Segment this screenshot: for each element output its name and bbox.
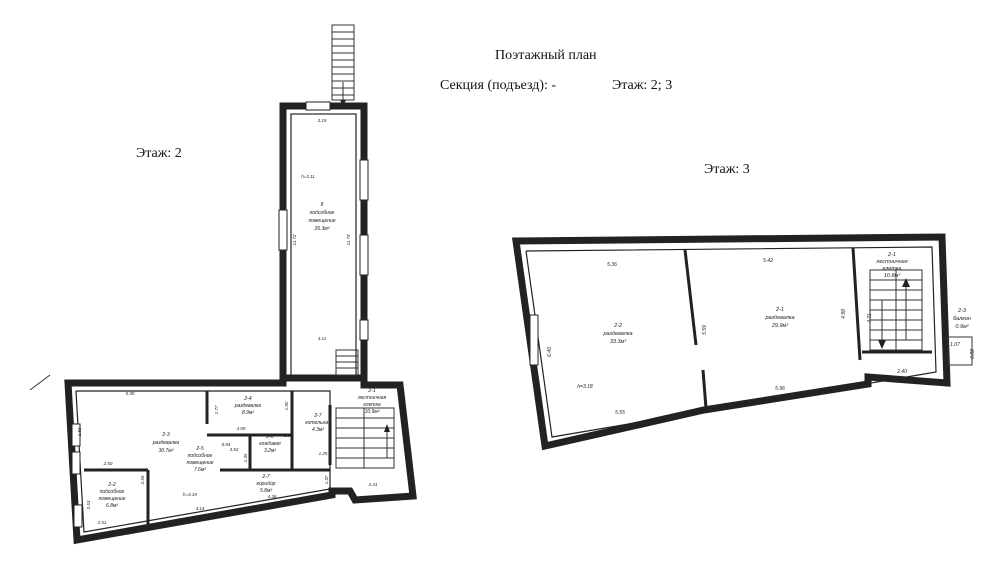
f3-dim: 5.59: [702, 325, 708, 335]
f2-dim: 3.53: [230, 447, 239, 452]
f3-room-2-1s-name2: клетка: [883, 266, 902, 272]
f2-room-2-3-area: 30.7м²: [159, 448, 174, 454]
f2-dim: 4.14: [196, 506, 205, 511]
section-label: Секция (подъезд): -: [440, 78, 557, 93]
f2-dim: 5.30: [126, 391, 135, 396]
floor2-label: Этаж: 2: [136, 146, 182, 161]
f3-dim: 2.40: [896, 369, 907, 375]
f2-room-2-1-number: 2-1: [367, 388, 375, 394]
f2-room-2-7b-number: 2-7: [313, 413, 321, 419]
f3-dim: 5.55: [615, 410, 625, 416]
f2-dim: 2.50: [103, 461, 113, 466]
f3-room-2-2-number: 2-2: [613, 323, 622, 329]
f2-room-2-3-number: 2-3: [161, 432, 169, 438]
f3-room-2-3-name1: балкон: [953, 316, 971, 322]
f2-room-2-2-number: 2-2: [107, 482, 115, 488]
f2-dim: 4.09: [237, 426, 246, 431]
f2-room-8-name1: подсобное: [310, 210, 335, 216]
f2-dim: 2.41: [368, 482, 378, 487]
f3-dim: 4.98: [841, 309, 847, 319]
f2-dim: 0.90: [284, 433, 293, 438]
f2-dim: 1.25: [319, 451, 328, 456]
f2-dim: 2.55: [140, 475, 145, 485]
floor3-label: Этаж: 3: [704, 162, 750, 177]
f2-room-2-2-name1: подсобное: [100, 489, 125, 495]
f3-dim: 1.07: [950, 342, 960, 348]
f2-room-2-7b-area: 4.3м²: [312, 427, 324, 433]
f2-room-2-5-name1: подсобное: [188, 453, 213, 459]
f3-room-2-2-name1: раздевалка: [602, 331, 632, 337]
f3-room-2-1s-area: 10.8м²: [884, 273, 900, 279]
f3-room-2-1-name1: раздевалка: [764, 315, 794, 321]
f2-dim: 2.51: [97, 520, 107, 525]
f3-dim: 5.42: [763, 258, 773, 264]
f2-room-2-1-name1: лестничная: [357, 395, 387, 401]
f2-room-2-5-name2: помещение: [186, 460, 213, 466]
f2-room-2-7b-name1: котельная: [305, 420, 331, 426]
f2-dim: 2.53: [86, 500, 91, 510]
f2-dim: 3.19: [318, 118, 327, 123]
f2-room-2-6-name1: кладовая: [259, 441, 281, 447]
f2-dim: 11.74: [346, 234, 351, 245]
f2-room-2-7a-area: 5.8м²: [260, 488, 272, 494]
f2-room-8-name2: помещение: [308, 218, 335, 224]
floor2-room-labels: 8 подсобное помещение 26.3м² 2-1 лестнич…: [98, 202, 386, 509]
f3-room-2-1-area: 29.9м²: [771, 323, 788, 329]
f2-dim: 1.77: [214, 405, 219, 414]
f2-dim: 1.35: [243, 453, 248, 462]
f2-dim: 1.37: [324, 475, 329, 484]
f2-dim: 1.90: [284, 401, 289, 410]
f2-room-2-1-area: 10.9м²: [365, 409, 380, 415]
f2-room-2-7a-number: 2-7: [261, 474, 269, 480]
f2-room-2-3-name1: раздевалка: [152, 440, 180, 446]
f3-dim: 5.96: [775, 386, 785, 392]
f3-room-2-1-number: 2-1: [775, 307, 784, 313]
f3-dim: 6.40: [547, 347, 553, 357]
floor3-dimensions: 5.36 5.42 6.40 5.59 4.98 h=3.18 5.55 5.9…: [547, 258, 976, 416]
f2-room-2-7a-name1: коридор: [256, 481, 275, 487]
f3-room-2-3-number: 2-3: [957, 308, 967, 314]
f2-room-8-number: 8: [321, 202, 324, 208]
f2-room-2-2-name2: помещение: [98, 496, 125, 502]
f3-room-2-1s-number: 2-1: [887, 252, 896, 258]
f2-dim: 4.36: [268, 494, 277, 499]
f2-room-2-2-area: 6.8м²: [106, 503, 118, 509]
f2-dim: 1.83: [77, 427, 82, 436]
f2-room-2-5-number: 2-5: [195, 446, 203, 452]
floors-label: Этаж: 2; 3: [612, 78, 673, 93]
f3-dim: h=3.18: [577, 384, 593, 390]
f2-room-2-6-number: 2-6: [265, 434, 273, 440]
f2-room-2-4-number: 2-4: [243, 396, 251, 402]
f3-dim: 0.88: [970, 349, 976, 359]
f2-dim: h=3.19: [183, 492, 197, 497]
floor2-plan: [29, 101, 417, 545]
floor3-room-labels: 2-2 раздевалка 33.3м² 2-1 раздевалка 29.…: [602, 252, 970, 345]
f3-dim: 5.36: [607, 262, 617, 268]
f2-room-2-4-name1: раздевалка: [234, 403, 262, 409]
f3-room-2-1s-name1: лестничная: [875, 259, 907, 265]
f2-dim: 11.72: [292, 234, 297, 245]
f2-room-2-5-area: 7.6м²: [194, 467, 206, 473]
floor3-plan: [511, 233, 973, 451]
floor2-dimensions: 3.19 h=3.11 11.72 11.74 3.11 5.30 1.77 4…: [77, 118, 378, 525]
f2-room-2-6-area: 3.2м²: [264, 448, 276, 454]
f3-dim: 4.71: [867, 313, 873, 323]
exterior-stair: [331, 24, 355, 106]
f2-room-2-4-area: 8.9м²: [242, 410, 254, 416]
f2-dim: 0.94: [222, 442, 231, 447]
f2-room-2-1-name2: клетка: [363, 402, 380, 408]
f2-dim: 3.11: [318, 336, 327, 341]
f2-room-8-area: 26.3м²: [314, 226, 330, 232]
f3-room-2-3-area: 0.9м²: [955, 324, 968, 330]
plan-title: Поэтажный план: [495, 48, 597, 63]
f2-dim: h=3.11: [301, 174, 315, 179]
f3-room-2-2-area: 33.3м²: [610, 339, 626, 345]
